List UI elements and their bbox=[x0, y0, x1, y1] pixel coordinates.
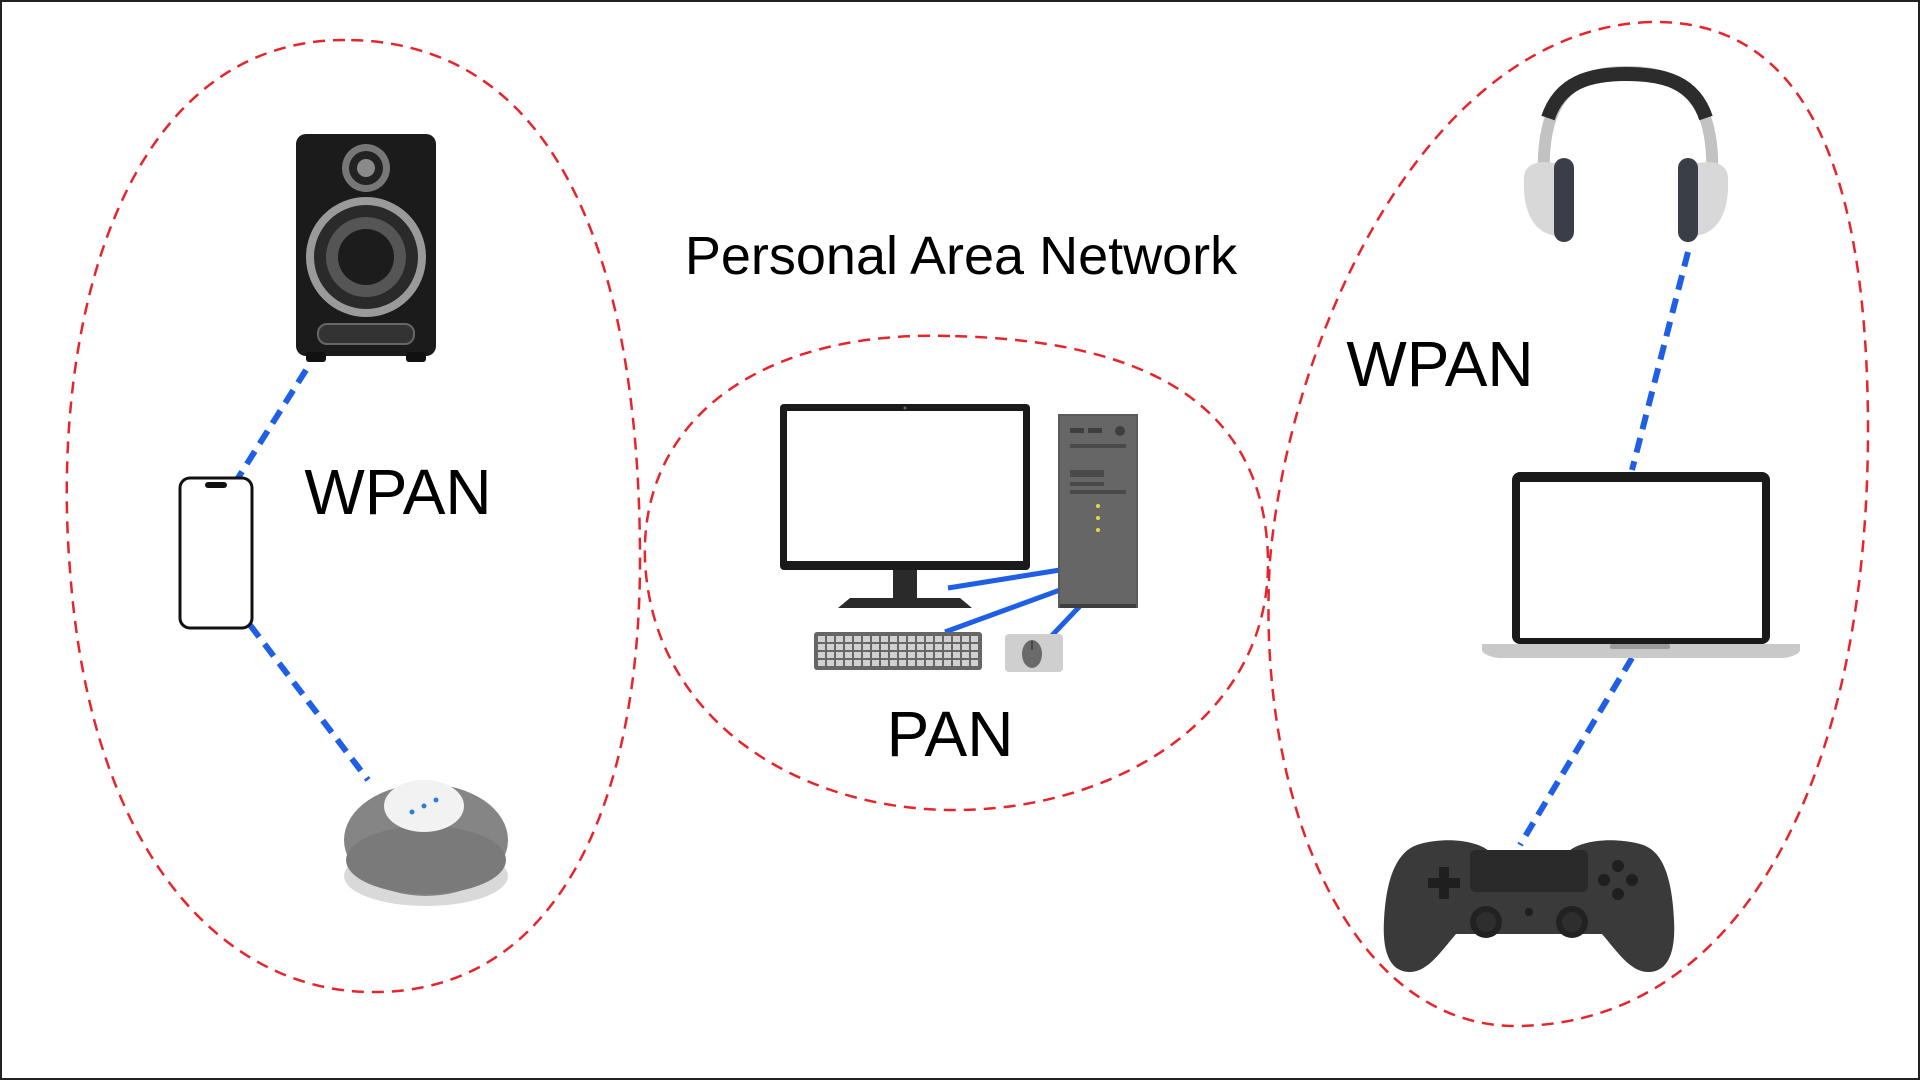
pan-label: PAN bbox=[887, 698, 1014, 770]
keyboard-key bbox=[935, 660, 942, 666]
keyboard-key bbox=[944, 660, 951, 666]
keyboard-key bbox=[818, 660, 825, 666]
keyboard-key bbox=[926, 644, 933, 650]
keyboard-key bbox=[872, 636, 879, 642]
keyboard-key bbox=[935, 652, 942, 658]
keyboard-key bbox=[953, 644, 960, 650]
headphones-icon bbox=[1523, 65, 1729, 242]
keyboard-key bbox=[935, 636, 942, 642]
keyboard-key bbox=[863, 660, 870, 666]
keyboard-key bbox=[917, 652, 924, 658]
keyboard-key bbox=[827, 644, 834, 650]
keyboard-key bbox=[971, 636, 978, 642]
keyboard-key bbox=[845, 660, 852, 666]
mouse-icon bbox=[1005, 634, 1063, 672]
keyboard-key bbox=[818, 652, 825, 658]
wpan-left-label: WPAN bbox=[304, 456, 491, 528]
keyboard-key bbox=[881, 660, 888, 666]
keyboard-key bbox=[908, 660, 915, 666]
keyboard-key bbox=[917, 644, 924, 650]
wireless-link-laptop-gamepad bbox=[1517, 656, 1635, 847]
keyboard-key bbox=[854, 644, 861, 650]
keyboard-key bbox=[854, 636, 861, 642]
keyboard-key bbox=[899, 652, 906, 658]
keyboard-key bbox=[863, 636, 870, 642]
keyboard-key bbox=[854, 660, 861, 666]
keyboard-key bbox=[890, 652, 897, 658]
keyboard-key bbox=[962, 652, 969, 658]
keyboard-key bbox=[908, 652, 915, 658]
keyboard-key bbox=[926, 652, 933, 658]
keyboard-key bbox=[908, 636, 915, 642]
wireless-link-speaker-phone bbox=[235, 368, 309, 480]
monitor-icon bbox=[780, 404, 1030, 608]
keyboard-key bbox=[872, 652, 879, 658]
keyboard-key bbox=[899, 636, 906, 642]
keyboard-key bbox=[845, 652, 852, 658]
keyboard-key bbox=[827, 636, 834, 642]
keyboard-key bbox=[953, 652, 960, 658]
keyboard-key bbox=[971, 644, 978, 650]
keyboard-key bbox=[881, 636, 888, 642]
keyboard-key bbox=[863, 652, 870, 658]
keyboard-key bbox=[890, 636, 897, 642]
keyboard-key bbox=[872, 660, 879, 666]
keyboard-key bbox=[890, 644, 897, 650]
keyboard-key bbox=[899, 660, 906, 666]
keyboard-key bbox=[845, 644, 852, 650]
keyboard-icon bbox=[814, 632, 982, 670]
keyboard-key bbox=[827, 660, 834, 666]
keyboard-key bbox=[836, 652, 843, 658]
keyboard-key bbox=[962, 660, 969, 666]
keyboard-key bbox=[890, 660, 897, 666]
keyboard-key bbox=[953, 636, 960, 642]
wpan-right-label: WPAN bbox=[1346, 328, 1533, 400]
keyboard-key bbox=[818, 636, 825, 642]
keyboard-key bbox=[845, 636, 852, 642]
pc-tower-icon bbox=[1058, 414, 1138, 608]
keyboard-key bbox=[836, 636, 843, 642]
wireless-link-phone-smartspeaker bbox=[247, 623, 371, 782]
keyboard-key bbox=[836, 660, 843, 666]
keyboard-key bbox=[827, 652, 834, 658]
gamepad-icon bbox=[1383, 840, 1675, 972]
keyboard-key bbox=[944, 652, 951, 658]
smart-speaker-icon bbox=[344, 780, 508, 906]
keyboard-key bbox=[908, 644, 915, 650]
keyboard-key bbox=[962, 644, 969, 650]
keyboard-key bbox=[926, 636, 933, 642]
diagram-title: Personal Area Network bbox=[685, 226, 1238, 286]
keyboard-key bbox=[944, 644, 951, 650]
keyboard-key bbox=[917, 660, 924, 666]
keyboard-key bbox=[962, 636, 969, 642]
keyboard-key bbox=[854, 652, 861, 658]
left-zone-outline bbox=[65, 38, 642, 994]
wired-link-keyboard-tower bbox=[944, 587, 1061, 635]
keyboard-key bbox=[953, 660, 960, 666]
keyboard-key bbox=[899, 644, 906, 650]
keyboard-key bbox=[971, 652, 978, 658]
smartphone-icon bbox=[178, 476, 254, 630]
speaker-icon bbox=[296, 134, 436, 362]
keyboard-key bbox=[881, 644, 888, 650]
keyboard-key bbox=[881, 652, 888, 658]
keyboard-key bbox=[863, 644, 870, 650]
keyboard-key bbox=[926, 660, 933, 666]
keyboard-key bbox=[917, 636, 924, 642]
keyboard-key bbox=[872, 644, 879, 650]
keyboard-key bbox=[818, 644, 825, 650]
keyboard-key bbox=[836, 644, 843, 650]
wireless-link-headphones-laptop bbox=[1629, 251, 1691, 471]
wired-link-monitor-tower bbox=[947, 567, 1061, 591]
keyboard-key bbox=[935, 644, 942, 650]
keyboard-key bbox=[971, 660, 978, 666]
keyboard-key bbox=[944, 636, 951, 642]
laptop-icon bbox=[1482, 472, 1800, 658]
